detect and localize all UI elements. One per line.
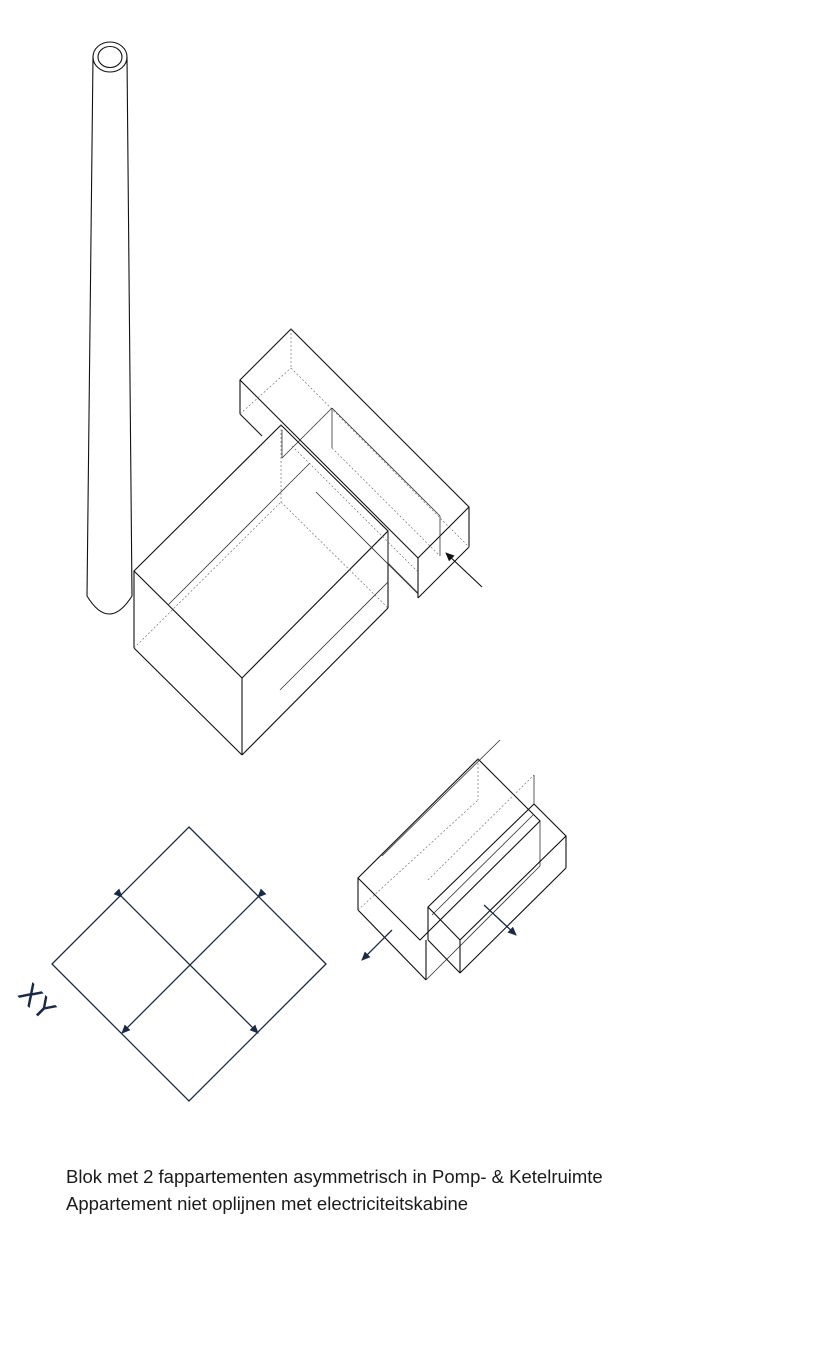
xy-arrow-diagonal-2 [121, 888, 267, 1034]
rear-slab-block [239, 328, 470, 599]
caption-line-1: Blok met 2 fappartementen asymmetrisch i… [66, 1166, 603, 1187]
small-building-block [357, 739, 567, 981]
arrow-left [361, 929, 393, 961]
caption: Blok met 2 fappartementen asymmetrisch i… [66, 1163, 603, 1217]
chimney-pipe [86, 41, 133, 615]
arrow-right [483, 904, 517, 936]
caption-line-2: Appartement niet oplijnen met electricit… [66, 1193, 469, 1214]
xy-plane-square [51, 826, 327, 1102]
main-building-block [133, 424, 389, 756]
entry-arrow [445, 552, 483, 588]
